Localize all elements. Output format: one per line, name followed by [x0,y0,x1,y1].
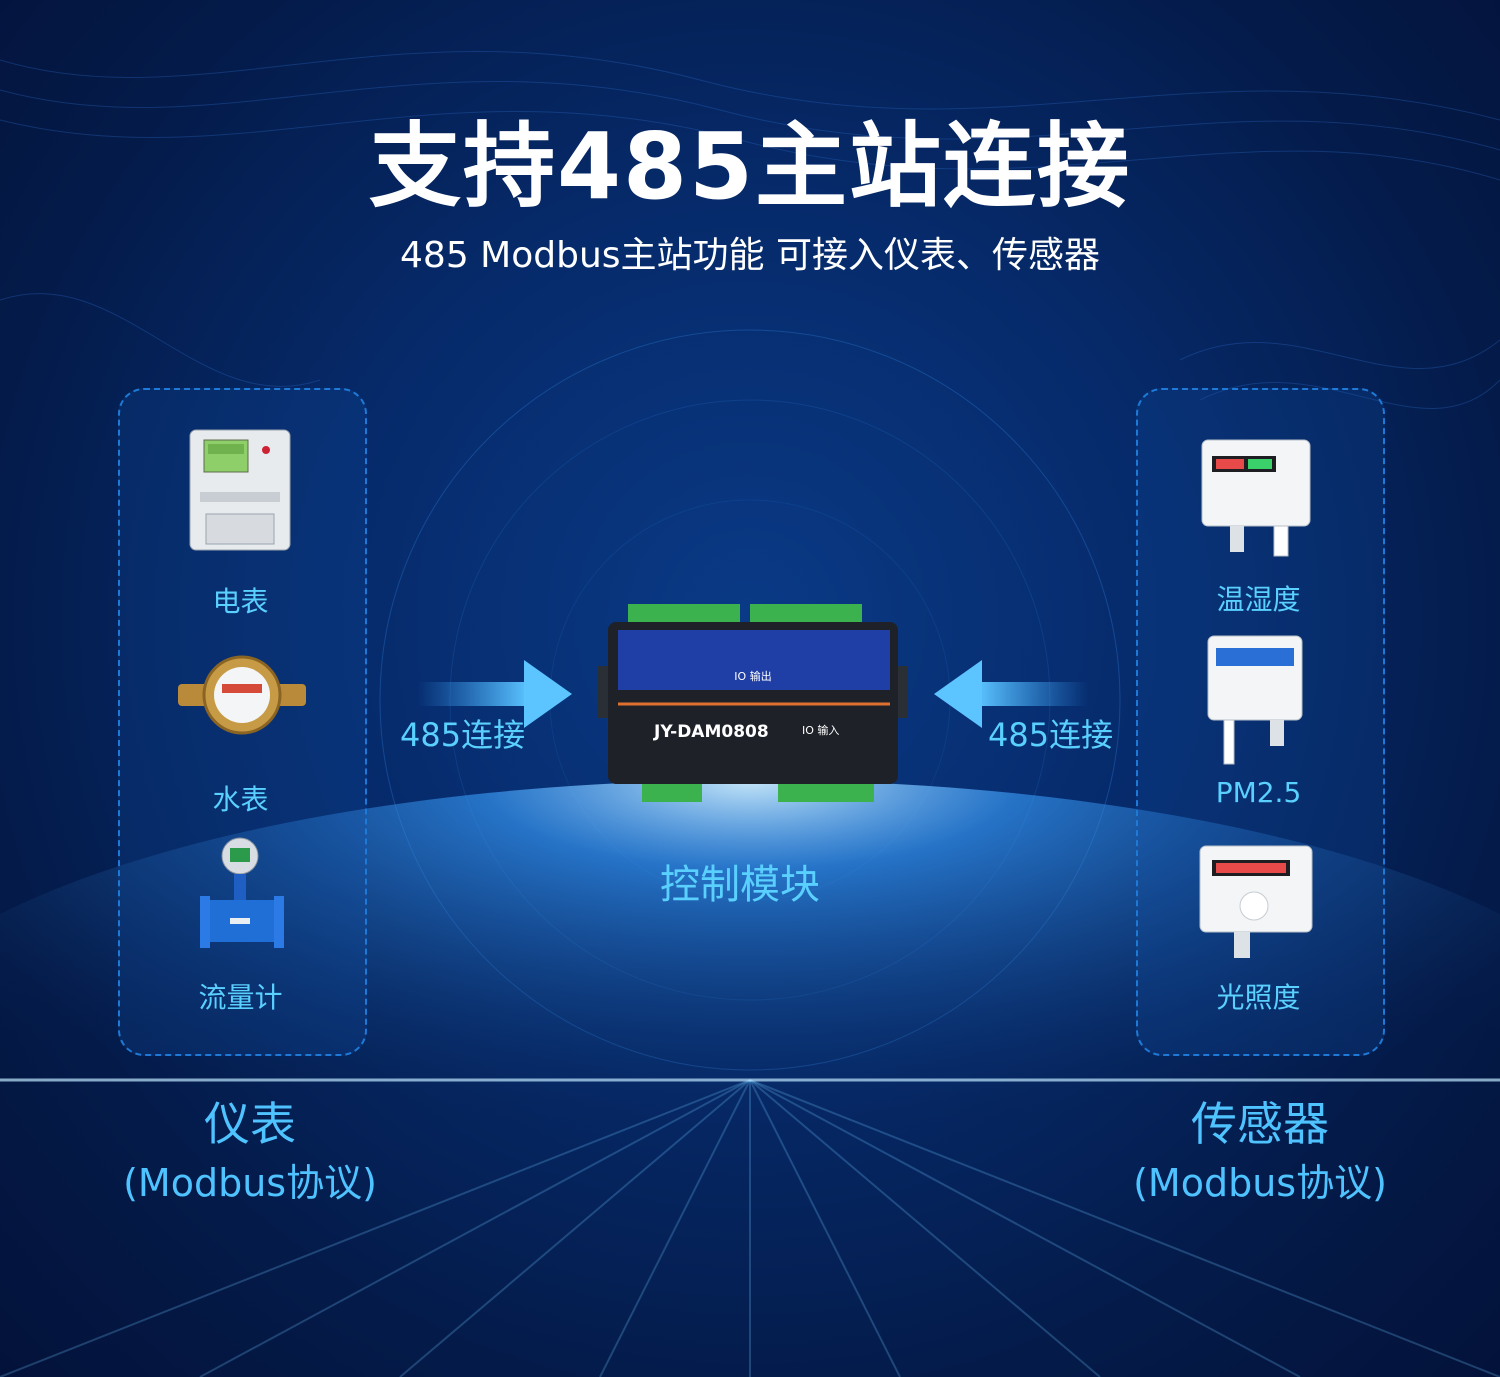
temp-humidity-sensor-icon [1201,439,1311,557]
device-label-electric-meter: 电表 [212,585,269,618]
page-title: 支持485主站连接 [368,113,1132,220]
light-sensor-icon [1199,845,1313,958]
module-input-label: IO 输入 [802,724,840,737]
category-sensors: 传感器 [1191,1097,1329,1151]
flow-meter-icon [200,837,284,948]
device-label-flow-meter: 流量计 [198,981,283,1014]
category-instruments: 仪表 [204,1097,296,1151]
module-body-icon [598,604,908,802]
electric-meter-icon [189,429,291,551]
device-label-water-meter: 水表 [212,783,269,816]
pm25-sensor-icon [1207,635,1303,765]
device-label-temp-humidity: 温湿度 [1216,583,1301,616]
arrow-right-icon [418,660,572,728]
water-meter-icon [178,655,306,735]
protocol-sensors: (Modbus协议) [1133,1161,1387,1205]
connection-label-right: 485连接 [988,716,1114,754]
device-label-pm25: PM2.5 [1215,776,1302,809]
device-label-light: 光照度 [1216,981,1301,1014]
page-subtitle: 485 Modbus主站功能 可接入仪表、传感器 [400,235,1100,276]
module-model-name: JY-DAM0808 [654,722,769,742]
protocol-instruments: (Modbus协议) [123,1161,377,1205]
control-module: IO 输出 JY-DAM0808 IO 输入 [598,604,908,804]
module-output-label: IO 输出 [734,670,772,683]
module-caption: 控制模块 [660,862,820,908]
arrow-left-icon [934,660,1088,728]
connection-label-left: 485连接 [400,716,526,754]
